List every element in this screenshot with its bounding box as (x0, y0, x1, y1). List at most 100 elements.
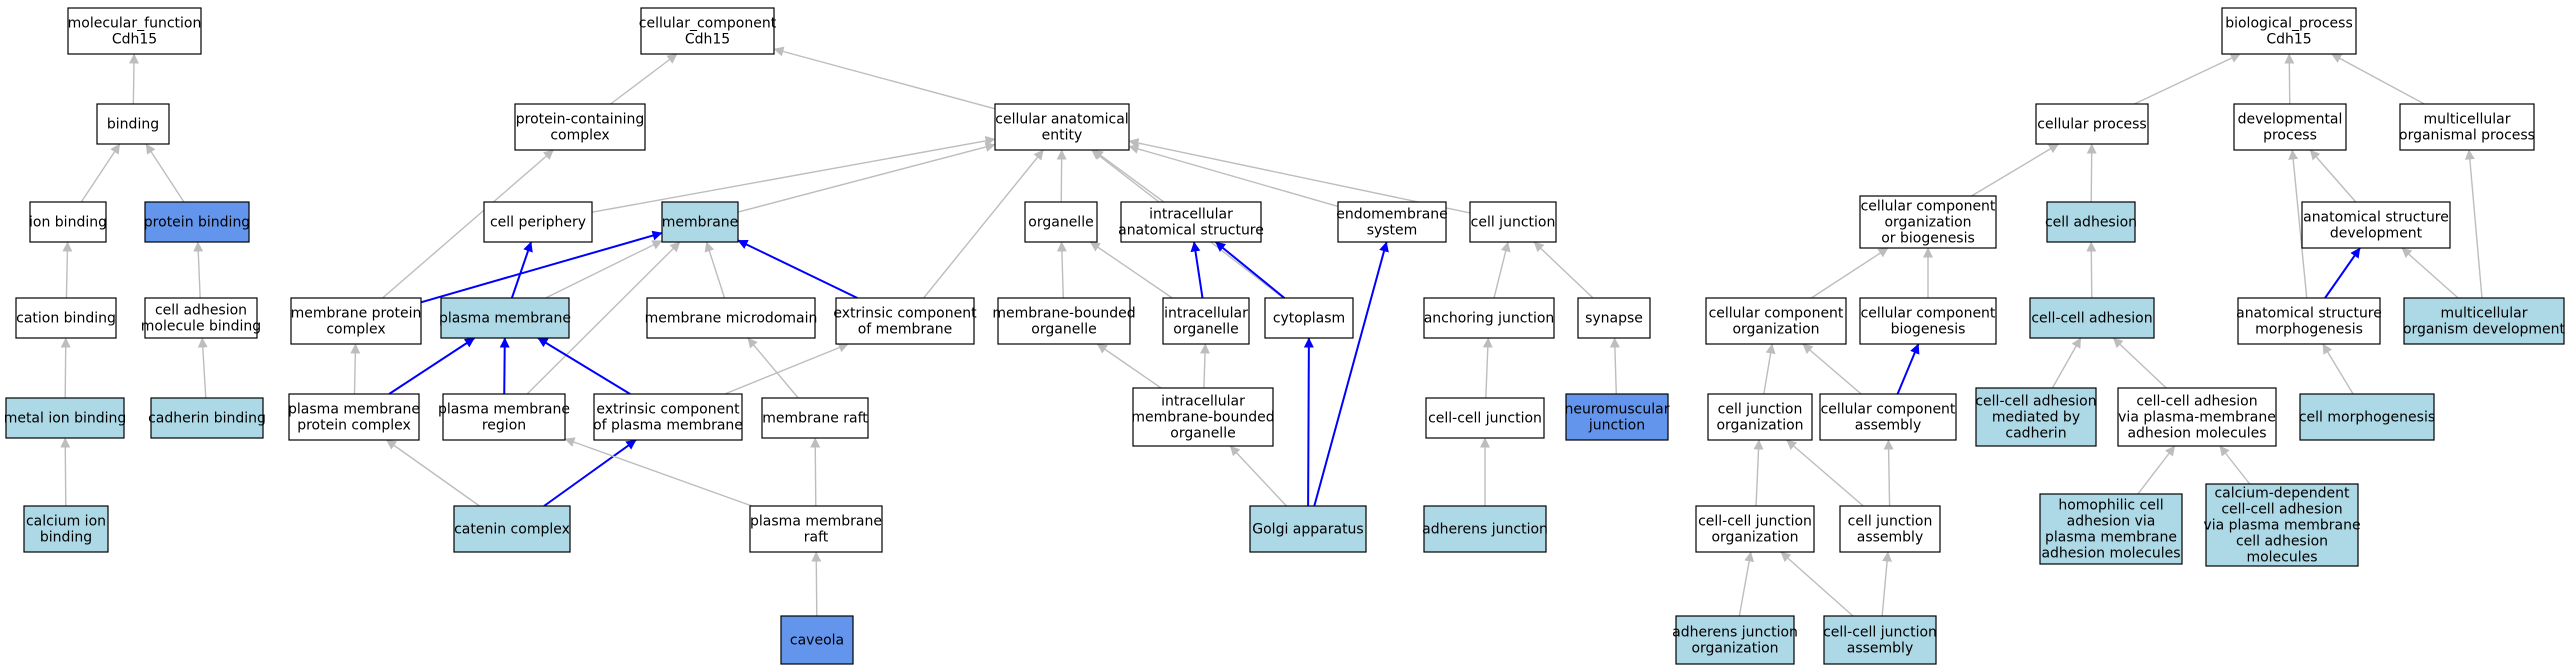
edge-mpc-to-membrane (420, 230, 663, 304)
node-organelle[interactable]: organelle (1024, 201, 1098, 243)
node-label-line: junction (1588, 417, 1645, 433)
node-cell-morph[interactable]: cell morphogenesis (2299, 393, 2435, 441)
node-cell-junction[interactable]: cell junction (1469, 201, 1557, 243)
node-label-line: adherens junction (1422, 521, 1548, 537)
edge-cam_binding-to-protein_binding (193, 241, 204, 299)
node-label-line: cell-cell junction (1428, 410, 1542, 426)
edge-pcc-to-cc (610, 53, 678, 105)
edge-ias-to-cae (1092, 149, 1165, 203)
edge-imbo-to-mbo (1096, 343, 1162, 389)
node-protein-binding[interactable]: protein binding (144, 201, 250, 243)
edge-catenin-to-ecpm (543, 439, 637, 507)
node-label-line: extrinsic component (833, 305, 977, 321)
node-membrane-microdomain[interactable]: membrane microdomain (645, 297, 818, 339)
node-box (780, 615, 854, 665)
node-ccj[interactable]: cell-cell junction (1425, 397, 1545, 439)
edge-plasma_membrane-to-cell_periphery (510, 241, 533, 299)
node-metal-ion[interactable]: metal ion binding (4, 397, 127, 439)
node-box (1859, 195, 1997, 249)
node-anchoring[interactable]: anchoring junction (1423, 297, 1555, 339)
node-cca[interactable]: cell-cell adhesion (2029, 297, 2155, 339)
node-label-line: intracellular (1164, 305, 1248, 321)
node-label-line: biological_process (2225, 15, 2353, 31)
node-membrane-raft[interactable]: membrane raft (761, 397, 869, 439)
node-golgi[interactable]: Golgi apparatus (1249, 505, 1367, 553)
node-label-line: system (1367, 222, 1418, 238)
node-synapse[interactable]: synapse (1577, 297, 1651, 339)
node-cadherin-binding[interactable]: cadherin binding (148, 397, 266, 439)
node-cytoplasm[interactable]: cytoplasm (1264, 297, 1354, 339)
node-box (483, 201, 593, 243)
node-adherens[interactable]: adherens junction (1422, 505, 1548, 553)
edge-intra_org-to-ias (1190, 241, 1204, 299)
node-cell-adhesion[interactable]: cell adhesion (2045, 201, 2137, 243)
node-catenin[interactable]: catenin complex (453, 505, 571, 553)
edge-mod-to-asd (2401, 247, 2459, 299)
node-caveola[interactable]: caveola (780, 615, 854, 665)
node-label-line: binding (40, 529, 92, 545)
node-label-line: cell-cell junction (1823, 624, 1937, 640)
node-box (67, 7, 202, 55)
node-box (96, 103, 170, 145)
node-label-line: anatomical structure (1118, 222, 1264, 238)
edge-ajo-to-ccjo (1738, 551, 1755, 617)
node-label-line: plasma membrane (438, 401, 570, 417)
node-box (1675, 615, 1795, 665)
node-label-line: cell-cell adhesion (2136, 393, 2257, 409)
node-cation-binding[interactable]: cation binding (15, 297, 117, 339)
node-label-line: entity (1042, 127, 1083, 143)
node-label-line: developmental (2238, 111, 2343, 127)
node-cellular-process[interactable]: cellular process (2035, 103, 2149, 145)
node-label-line: Golgi apparatus (1252, 521, 1363, 537)
node-cell-periphery[interactable]: cell periphery (483, 201, 593, 243)
node-label-line: via plasma-membrane (2118, 409, 2276, 425)
node-box (1695, 505, 1815, 553)
node-binding[interactable]: binding (96, 103, 170, 145)
node-label-line: membrane (662, 214, 739, 230)
node-label-line: cellular component (1821, 401, 1956, 417)
node-membrane[interactable]: membrane (661, 201, 739, 243)
node-label-line: of plasma membrane (593, 417, 743, 433)
node-plasma-membrane[interactable]: plasma membrane (439, 297, 571, 339)
node-box (1707, 393, 1813, 441)
node-ion-binding[interactable]: ion binding (29, 201, 107, 243)
node-box (1423, 297, 1555, 339)
